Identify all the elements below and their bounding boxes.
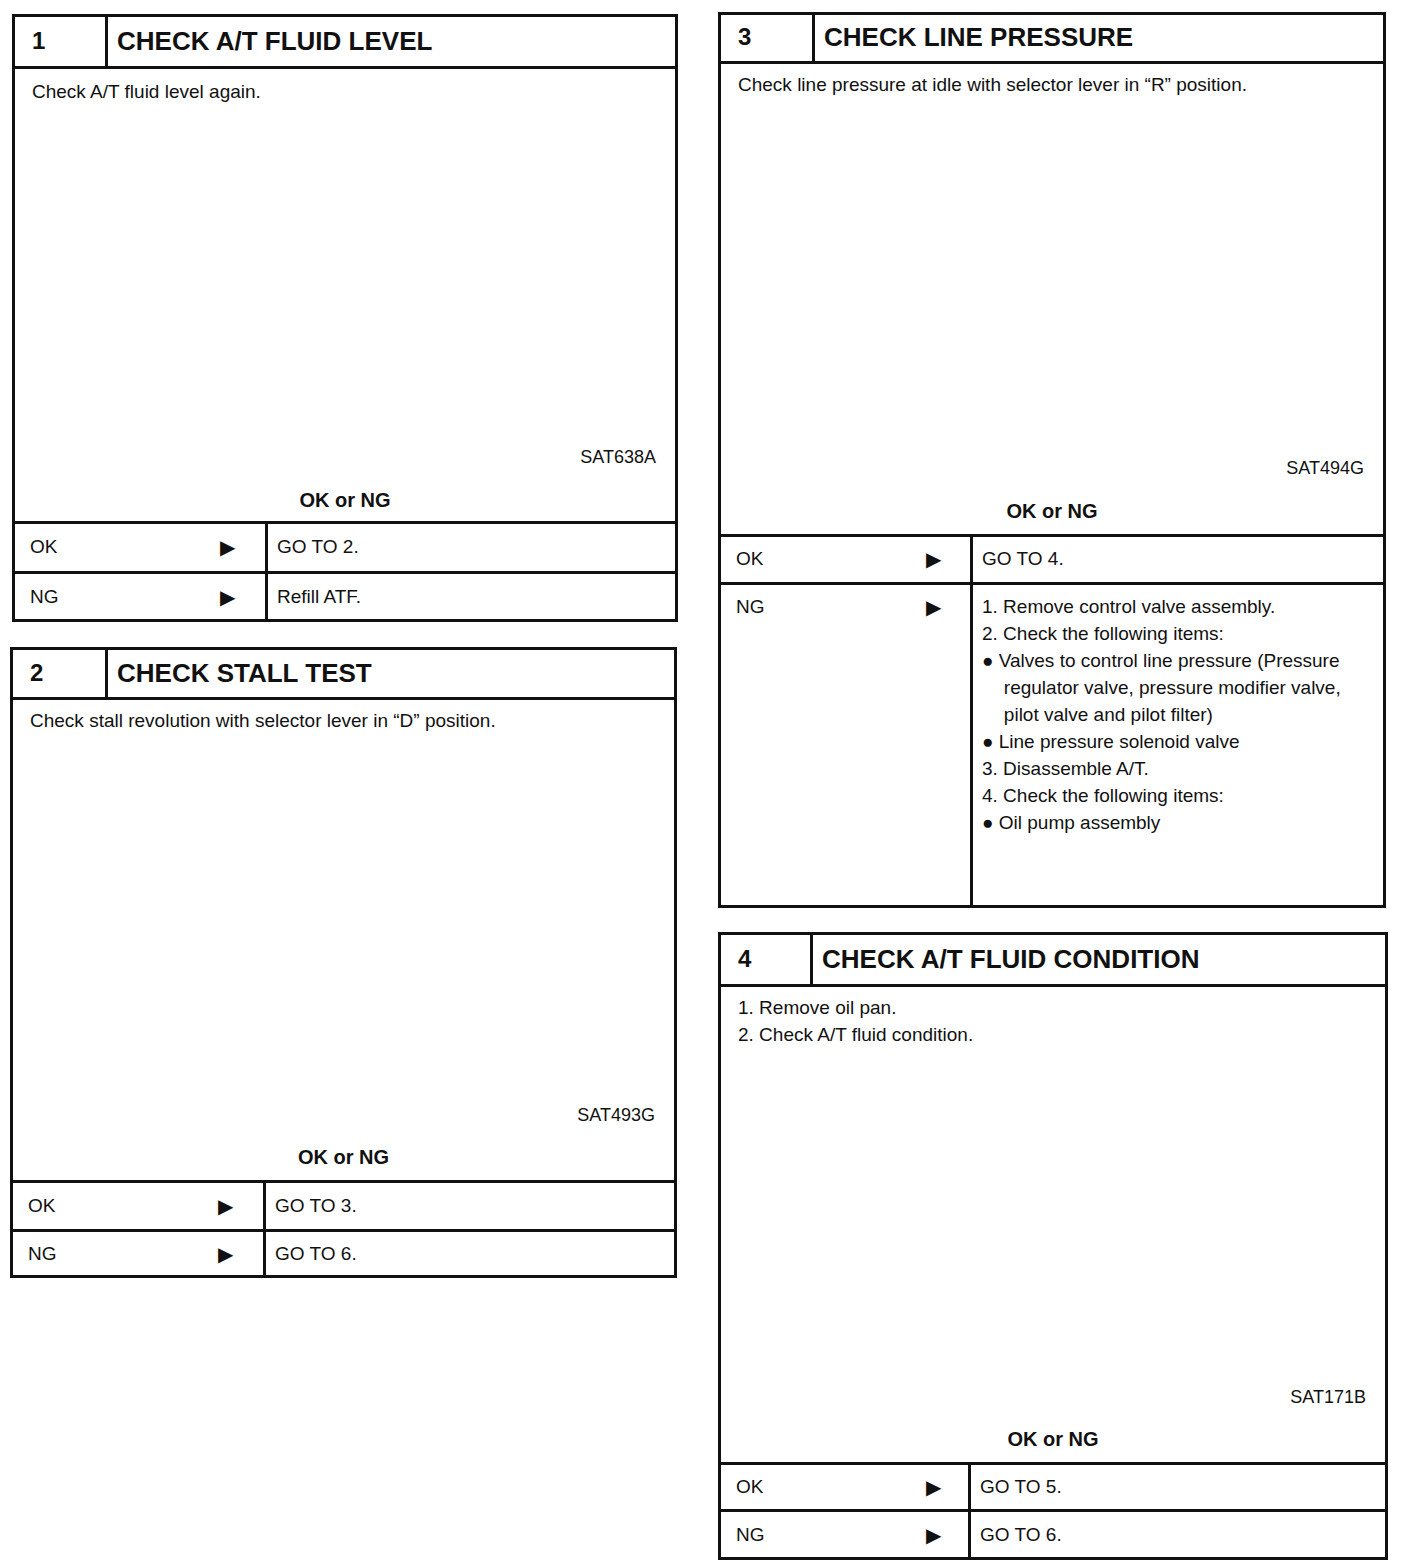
table-rule bbox=[10, 1180, 677, 1183]
table-rule bbox=[718, 61, 1386, 64]
action-step: 1. Remove control valve assembly. bbox=[982, 593, 1374, 620]
arrow-symbol: ▶ bbox=[926, 547, 941, 571]
action-step: ● Valves to control line pressure (Press… bbox=[982, 647, 1374, 728]
table-rule bbox=[968, 1463, 971, 1560]
result-action: GO TO 6. bbox=[980, 1523, 1376, 1547]
result-action: GO TO 2. bbox=[277, 535, 666, 559]
step-title: CHECK STALL TEST bbox=[117, 658, 372, 688]
instruction-text: 1. Remove oil pan. bbox=[738, 996, 1368, 1020]
result-action: GO TO 4. bbox=[982, 547, 1374, 571]
result-key: NG bbox=[28, 1242, 57, 1266]
arrow-symbol: ▶ bbox=[220, 535, 235, 559]
step-number: 3 bbox=[738, 24, 751, 50]
result-key: NG bbox=[30, 585, 59, 609]
step-number: 4 bbox=[738, 946, 751, 972]
table-rule bbox=[718, 984, 1388, 987]
table-rule bbox=[10, 697, 677, 700]
result-action: GO TO 6. bbox=[275, 1242, 665, 1266]
step-title: CHECK A/T FLUID LEVEL bbox=[117, 26, 432, 56]
action-step: ● Oil pump assembly bbox=[982, 809, 1374, 836]
action-step: 4. Check the following items: bbox=[982, 782, 1374, 809]
figure-code: SAT494G bbox=[1286, 456, 1364, 480]
instruction-text: Check stall revolution with selector lev… bbox=[30, 709, 657, 733]
table-rule bbox=[810, 932, 813, 985]
step-number: 2 bbox=[30, 660, 43, 686]
result-prompt: OK or NG bbox=[718, 1427, 1388, 1451]
table-rule bbox=[105, 647, 108, 698]
result-prompt: OK or NG bbox=[12, 488, 678, 512]
table-rule bbox=[718, 1509, 1388, 1512]
table-rule bbox=[12, 571, 678, 574]
arrow-symbol: ▶ bbox=[218, 1242, 233, 1266]
arrow-symbol: ▶ bbox=[926, 595, 941, 619]
table-rule bbox=[718, 582, 1386, 585]
result-key: OK bbox=[30, 535, 57, 559]
step-title: CHECK LINE PRESSURE bbox=[824, 22, 1133, 52]
step-title: CHECK A/T FLUID CONDITION bbox=[822, 944, 1199, 974]
step-number: 1 bbox=[32, 28, 45, 54]
result-key: OK bbox=[28, 1194, 55, 1218]
result-prompt: OK or NG bbox=[10, 1145, 677, 1169]
action-step: ● Line pressure solenoid valve bbox=[982, 728, 1374, 755]
step-panel: 2 CHECK STALL TEST Check stall revolution … bbox=[10, 647, 677, 1278]
figure-code: SAT638A bbox=[580, 445, 656, 469]
instruction-text: 2. Check A/T fluid condition. bbox=[738, 1023, 1368, 1047]
arrow-symbol: ▶ bbox=[220, 585, 235, 609]
instruction-text: Check A/T fluid level again. bbox=[32, 80, 658, 104]
result-action: Refill ATF. bbox=[277, 585, 666, 609]
figure-code: SAT171B bbox=[1290, 1385, 1366, 1409]
arrow-symbol: ▶ bbox=[218, 1194, 233, 1218]
result-prompt: OK or NG bbox=[718, 499, 1386, 523]
table-rule bbox=[105, 14, 108, 67]
result-action: GO TO 3. bbox=[275, 1194, 665, 1218]
table-rule bbox=[970, 535, 973, 908]
action-step: 3. Disassemble A/T. bbox=[982, 755, 1374, 782]
result-key: NG bbox=[736, 595, 765, 619]
arrow-symbol: ▶ bbox=[926, 1475, 941, 1499]
step-panel: 3 CHECK LINE PRESSURE Check line pressure … bbox=[718, 12, 1386, 908]
step-panel: 1 CHECK A/T FLUID LEVEL Check A/T fluid le… bbox=[12, 14, 678, 622]
result-action: GO TO 5. bbox=[980, 1475, 1376, 1499]
result-key: OK bbox=[736, 547, 763, 571]
step-panel: 4 CHECK A/T FLUID CONDITION 1. Remove oil … bbox=[718, 932, 1388, 1560]
table-rule bbox=[718, 534, 1386, 537]
figure-code: SAT493G bbox=[577, 1103, 655, 1127]
table-rule bbox=[12, 521, 678, 524]
table-rule bbox=[718, 1462, 1388, 1465]
result-key: OK bbox=[736, 1475, 763, 1499]
table-rule bbox=[10, 1229, 677, 1232]
table-rule bbox=[12, 66, 678, 69]
arrow-symbol: ▶ bbox=[926, 1523, 941, 1547]
table-rule bbox=[812, 12, 815, 62]
instruction-text: Check line pressure at idle with selecto… bbox=[738, 73, 1366, 97]
result-key: NG bbox=[736, 1523, 765, 1547]
action-list: 1. Remove control valve assembly.2. Chec… bbox=[982, 593, 1374, 836]
action-step: 2. Check the following items: bbox=[982, 620, 1374, 647]
